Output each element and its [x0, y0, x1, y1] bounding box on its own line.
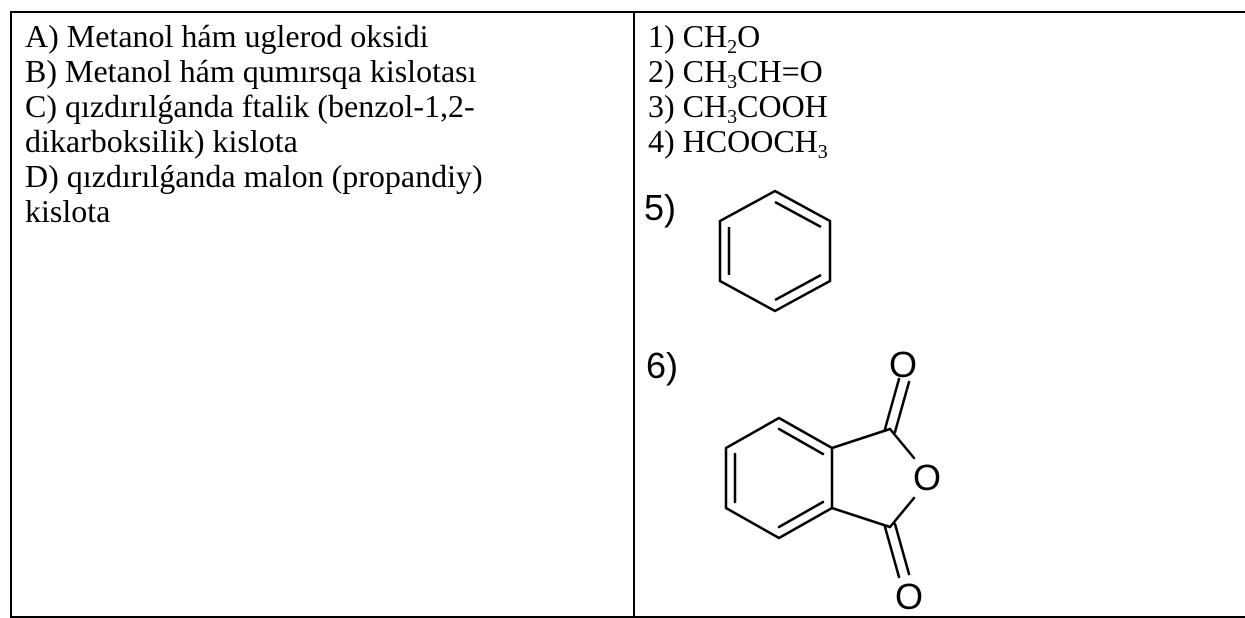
formula-subscript: 3: [727, 71, 738, 93]
products-column: 1) CH2O 2) CH3CH=O 3) CH3COOH 4) HCOOCH3…: [635, 13, 1245, 618]
benzene-inner-bond: [774, 273, 822, 302]
formula-text: 3) CH: [648, 88, 728, 124]
product-2: 2) CH3CH=O: [648, 53, 1245, 93]
top-oxygen-atom: O: [889, 344, 917, 385]
carbonyl-double-bond: [883, 525, 901, 579]
bottom-oxygen-atom: O: [895, 576, 923, 617]
product-5-label: 5): [644, 187, 677, 228]
formula-text: O: [737, 18, 761, 54]
formula-subscript: 3: [727, 106, 738, 128]
formula-subscript: 2: [727, 36, 738, 58]
carbonyl-double-bond: [883, 377, 901, 431]
option-d-line-2: kislota: [25, 193, 111, 229]
product-4: 4) HCOOCH3: [648, 123, 1245, 163]
product-1: 1) CH2O: [648, 18, 1245, 58]
option-c-line-2: dikarboksilik) kislota: [25, 123, 298, 159]
aromatic-ring: [724, 416, 834, 540]
carbonyl-double-bond: [893, 522, 911, 576]
option-a: A) Metanol hám uglerod oksidi: [25, 18, 429, 54]
right-column-cell: 1) CH2O 2) CH3CH=O 3) CH3COOH 4) HCOOCH3…: [633, 11, 1245, 618]
option-c-line-1: C) qızdırılǵanda ftalik (benzol-1,2-: [25, 88, 475, 124]
formula-text: 4) HCOOCH: [648, 123, 818, 159]
products-list: 1) CH2O 2) CH3CH=O 3) CH3COOH 4) HCOOCH3: [635, 13, 1245, 163]
formula-subscript: 3: [817, 141, 828, 163]
ring-oxygen-atom: O: [913, 457, 941, 498]
benzene-structure: [718, 189, 832, 313]
ring-oxygen-bond: [888, 496, 916, 529]
product-3: 3) CH3COOH: [648, 88, 1245, 128]
matching-table: A) Metanol hám uglerod oksidi B) Metanol…: [10, 11, 1245, 618]
carbonyl-carbon-bond: [830, 506, 892, 529]
option-d-line-1: D) qızdırılǵanda malon (propandiy): [25, 158, 483, 194]
product-6-label: 6): [646, 345, 679, 386]
left-column-cell: A) Metanol hám uglerod oksidi B) Metanol…: [10, 11, 635, 618]
benzene-inner-bond: [774, 200, 822, 229]
option-b: B) Metanol hám qumırsqa kislotası: [25, 53, 477, 89]
formula-text: 2) CH: [648, 53, 728, 89]
ring-oxygen-bond: [888, 427, 916, 460]
benzene-ring: [718, 189, 832, 313]
formula-text: CH=O: [737, 53, 823, 89]
carbonyl-carbon-bond: [830, 427, 892, 450]
formula-text: 1) CH: [648, 18, 728, 54]
aromatic-inner-bond: [777, 500, 825, 529]
table-row: A) Metanol hám uglerod oksidi B) Metanol…: [10, 11, 1245, 618]
reactants-list: A) Metanol hám uglerod oksidi B) Metanol…: [12, 13, 633, 229]
phthalic-anhydride-structure: O O O: [724, 344, 941, 617]
formula-text: COOH: [737, 88, 828, 124]
carbonyl-double-bond: [893, 380, 911, 434]
aromatic-inner-bond: [777, 427, 825, 456]
